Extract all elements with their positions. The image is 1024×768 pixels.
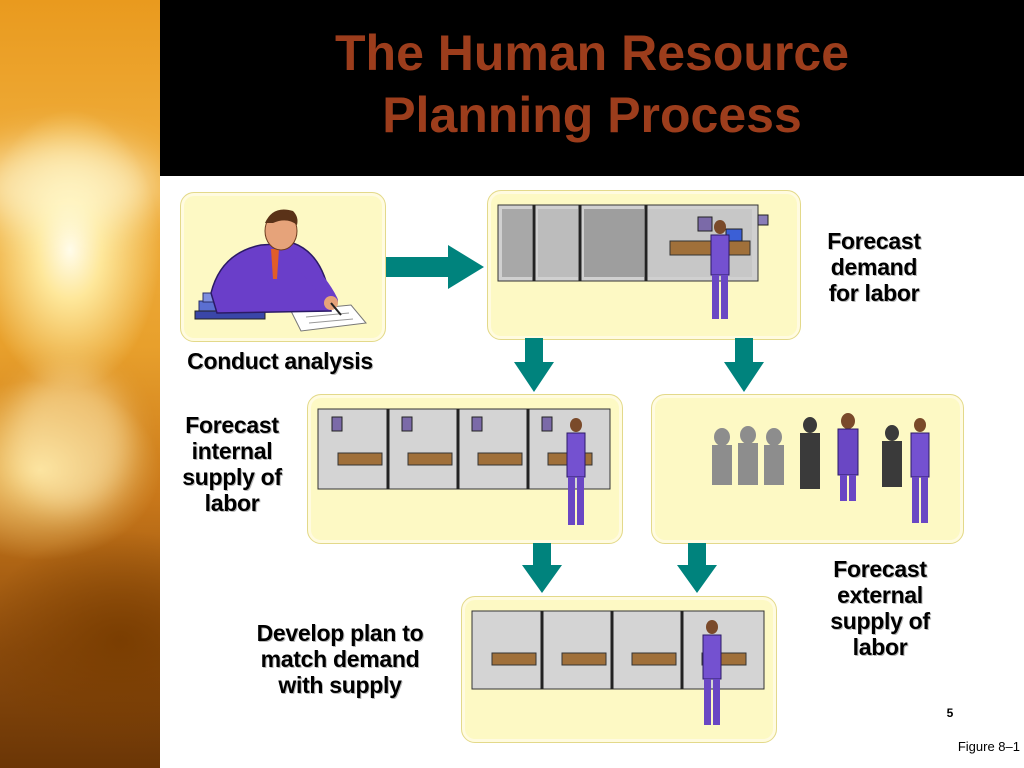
label-forecast-demand: Forecast demand for labor [827,228,921,306]
title-bar [160,0,1024,176]
arrow-demand-to-internal [514,338,554,392]
arrow-internal-to-plan [522,543,562,593]
forecast-external-supply-illustration [651,394,964,544]
decorative-sidebar-image [0,0,160,768]
arrow-external-to-plan [677,543,717,593]
title-line-2: Planning Process [382,87,802,143]
forecast-internal-supply-illustration [307,394,623,544]
arrow-demand-to-external [724,338,764,392]
develop-plan-illustration [461,596,777,743]
page-number: 5 [946,706,954,720]
title-line-1: The Human Resource [334,25,849,81]
label-forecast-internal-supply: Forecast internal supply of labor [182,412,282,516]
slide-title: The Human Resource Planning Process [160,22,1024,146]
label-forecast-external-supply: Forecast external supply of labor [830,556,930,660]
arrow-analysis-to-demand [386,245,484,289]
forecast-demand-illustration [487,190,801,340]
conduct-analysis-illustration [180,192,386,342]
label-conduct-analysis: Conduct analysis [187,348,373,374]
figure-label: Figure 8–1 [957,739,1020,754]
label-develop-plan: Develop plan to match demand with supply [256,620,424,698]
